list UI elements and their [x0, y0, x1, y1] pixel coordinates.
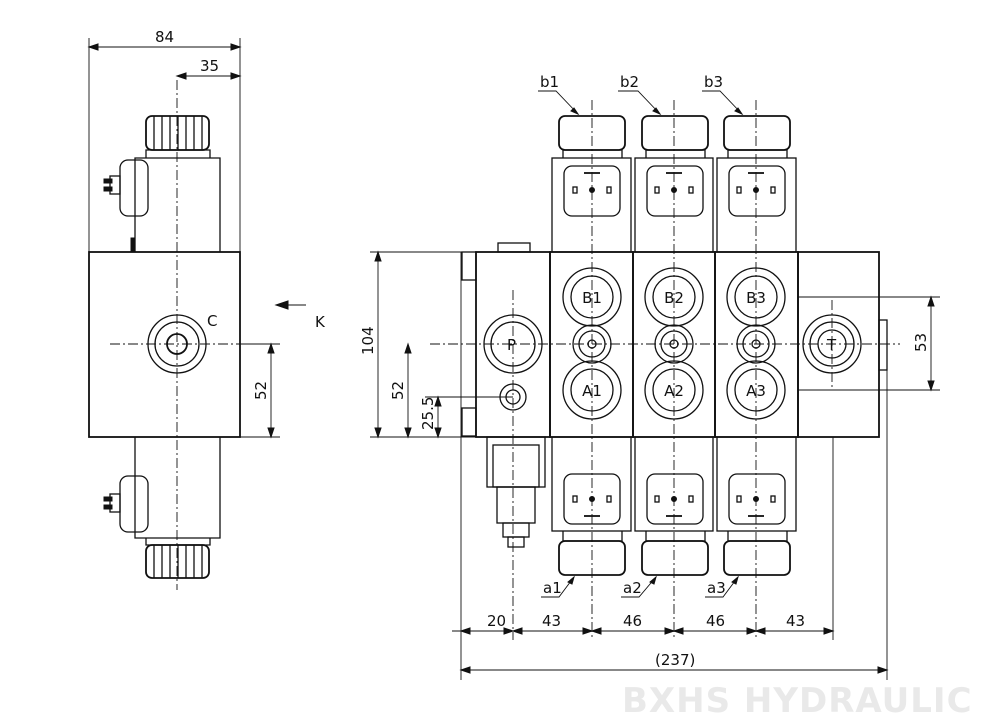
connector-contact	[736, 186, 742, 194]
side-connector-top	[103, 159, 149, 253]
dim-front-small-text: 25.5	[419, 397, 437, 430]
connector-contact	[606, 495, 612, 503]
dim-side-offset-text: 35	[200, 57, 219, 75]
sol-b3-label: b3	[704, 73, 723, 91]
side-nut-bottom	[145, 544, 210, 579]
dim-bottom-seg-4: 46	[706, 612, 725, 630]
leaders-top	[538, 90, 744, 116]
section-3-body	[714, 251, 799, 438]
connector-contact	[572, 186, 578, 194]
dim-front-right-text: 53	[912, 333, 930, 352]
port-t-label: T	[826, 336, 837, 354]
dim-front-right	[798, 295, 940, 392]
section-1-body	[549, 251, 634, 438]
bottom-nuts	[558, 531, 791, 576]
side-view	[87, 38, 306, 590]
dim-overall-text: (237)	[655, 651, 695, 669]
sol-b2-label: b2	[620, 73, 639, 91]
side-nut-top	[145, 115, 210, 151]
connector-contact	[770, 495, 776, 503]
dim-bottom-seg-3: 46	[623, 612, 642, 630]
side-coil-bottom	[134, 437, 221, 539]
dim-bottom-seg-1: 20	[487, 612, 506, 630]
view-arrow-label: K	[315, 313, 326, 331]
dim-bottom-seg-5: 43	[786, 612, 805, 630]
sol-a3-label: a3	[707, 579, 726, 597]
side-port-label: C	[207, 312, 217, 330]
dim-front-total-text: 104	[359, 326, 377, 355]
port-p-label: P	[507, 336, 516, 354]
side-coil-top	[134, 157, 221, 252]
dim-side-width	[87, 38, 242, 252]
watermark: BXHS HYDRAULIC	[622, 681, 973, 721]
top-coils	[551, 157, 797, 253]
relief-valve	[486, 436, 546, 548]
connector-contact	[654, 495, 660, 503]
dim-side-offset	[175, 72, 242, 80]
dim-side-height-text: 52	[252, 381, 270, 400]
dim-side-height	[240, 342, 280, 439]
connector-contact	[770, 186, 776, 194]
dim-front-left	[370, 250, 513, 439]
dim-bottom-seg-2: 43	[542, 612, 561, 630]
connector-contact	[736, 495, 742, 503]
connector-contact	[654, 186, 660, 194]
dim-front-p-text: 52	[389, 381, 407, 400]
side-connector-bottom	[103, 475, 149, 533]
sol-a1-label: a1	[543, 579, 562, 597]
connector-contact	[572, 495, 578, 503]
dim-front-bottom	[452, 252, 889, 680]
view-arrow-k	[274, 300, 306, 310]
sol-a2-label: a2	[623, 579, 642, 597]
connector-contact	[688, 495, 694, 503]
dim-side-width-text: 84	[155, 28, 174, 46]
connector-contact	[688, 186, 694, 194]
leaders-bottom	[541, 575, 739, 598]
sol-b1-label: b1	[540, 73, 559, 91]
top-nuts	[558, 115, 791, 158]
connector-contact	[606, 186, 612, 194]
side-body	[88, 251, 241, 438]
